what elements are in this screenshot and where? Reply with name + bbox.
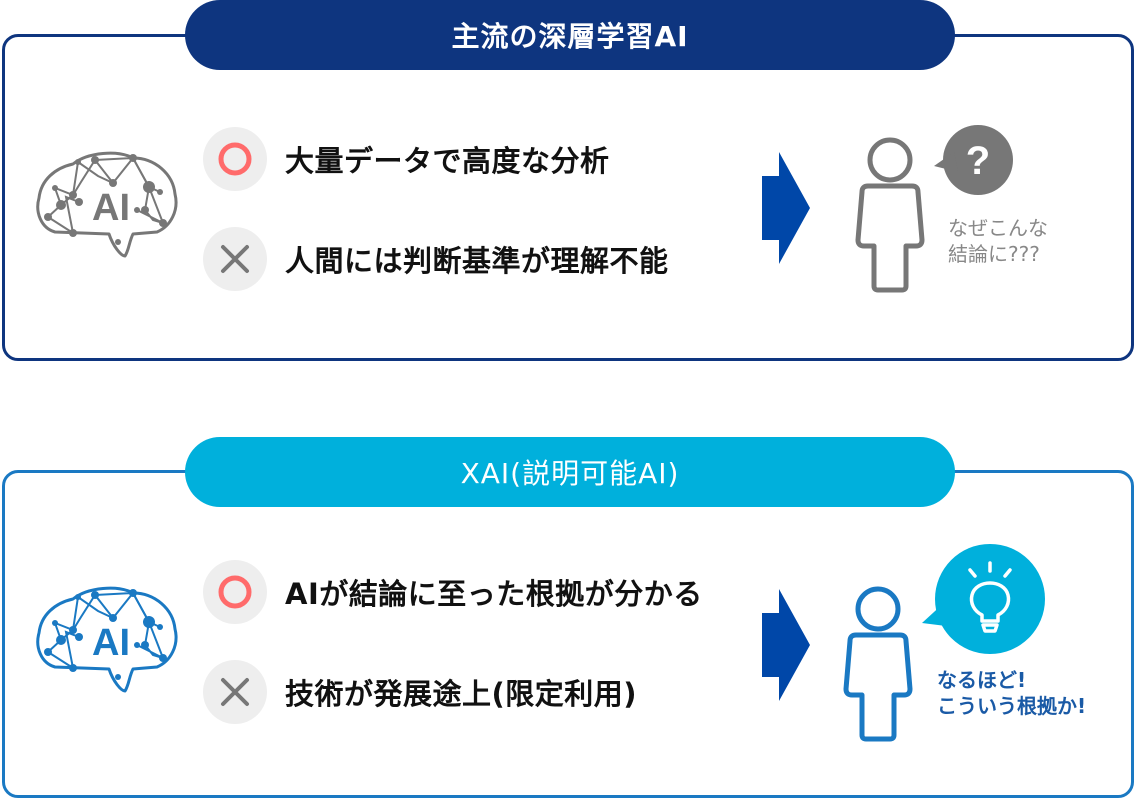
section-title-xai: XAI(説明可能AI) <box>185 437 955 507</box>
right-arrow-icon <box>762 589 810 701</box>
question-bubble: ? <box>934 125 1013 195</box>
panel-xai <box>2 470 1134 798</box>
pros-row-mainstream: 大量データで高度な分析 <box>203 127 610 191</box>
brain-ai-icon: AI <box>36 151 178 258</box>
lightbulb-bubble <box>922 544 1045 654</box>
understanding-person-icon <box>843 586 913 742</box>
circle-icon <box>203 127 267 191</box>
reaction-line-1: なぜこんな <box>948 216 1048 240</box>
cross-icon <box>203 660 267 724</box>
reaction-line-1: なるほど! <box>937 668 1027 692</box>
cross-icon <box>203 227 267 291</box>
reaction-text-confused: なぜこんな 結論に??? <box>948 215 1048 267</box>
pros-row-xai: AIが結論に至った根拠が分かる <box>203 560 703 624</box>
right-arrow-icon <box>762 152 810 264</box>
brain-ai-icon: AI <box>36 586 178 693</box>
question-icon: ? <box>966 139 990 183</box>
panel-mainstream-deep-learning <box>2 34 1134 361</box>
cons-text: 人間には判断基準が理解不能 <box>285 244 669 278</box>
reaction-line-2: こういう根拠か! <box>937 694 1087 718</box>
cons-text: 技術が発展途上(限定利用) <box>285 677 638 711</box>
svg-text:AI: AI <box>92 622 130 664</box>
pros-text: AIが結論に至った根拠が分かる <box>285 577 703 611</box>
pros-text: 大量データで高度な分析 <box>285 144 610 178</box>
cons-row-xai: 技術が発展途上(限定利用) <box>203 660 637 724</box>
confused-person-icon <box>855 137 925 293</box>
reaction-line-2: 結論に??? <box>948 242 1040 266</box>
section-title-mainstream: 主流の深層学習AI <box>185 0 955 70</box>
svg-text:AI: AI <box>92 187 130 229</box>
cons-row-mainstream: 人間には判断基準が理解不能 <box>203 227 669 291</box>
circle-icon <box>203 560 267 624</box>
reaction-text-understanding: なるほど! こういう根拠か! <box>937 667 1086 719</box>
lightbulb-icon <box>968 561 1012 633</box>
